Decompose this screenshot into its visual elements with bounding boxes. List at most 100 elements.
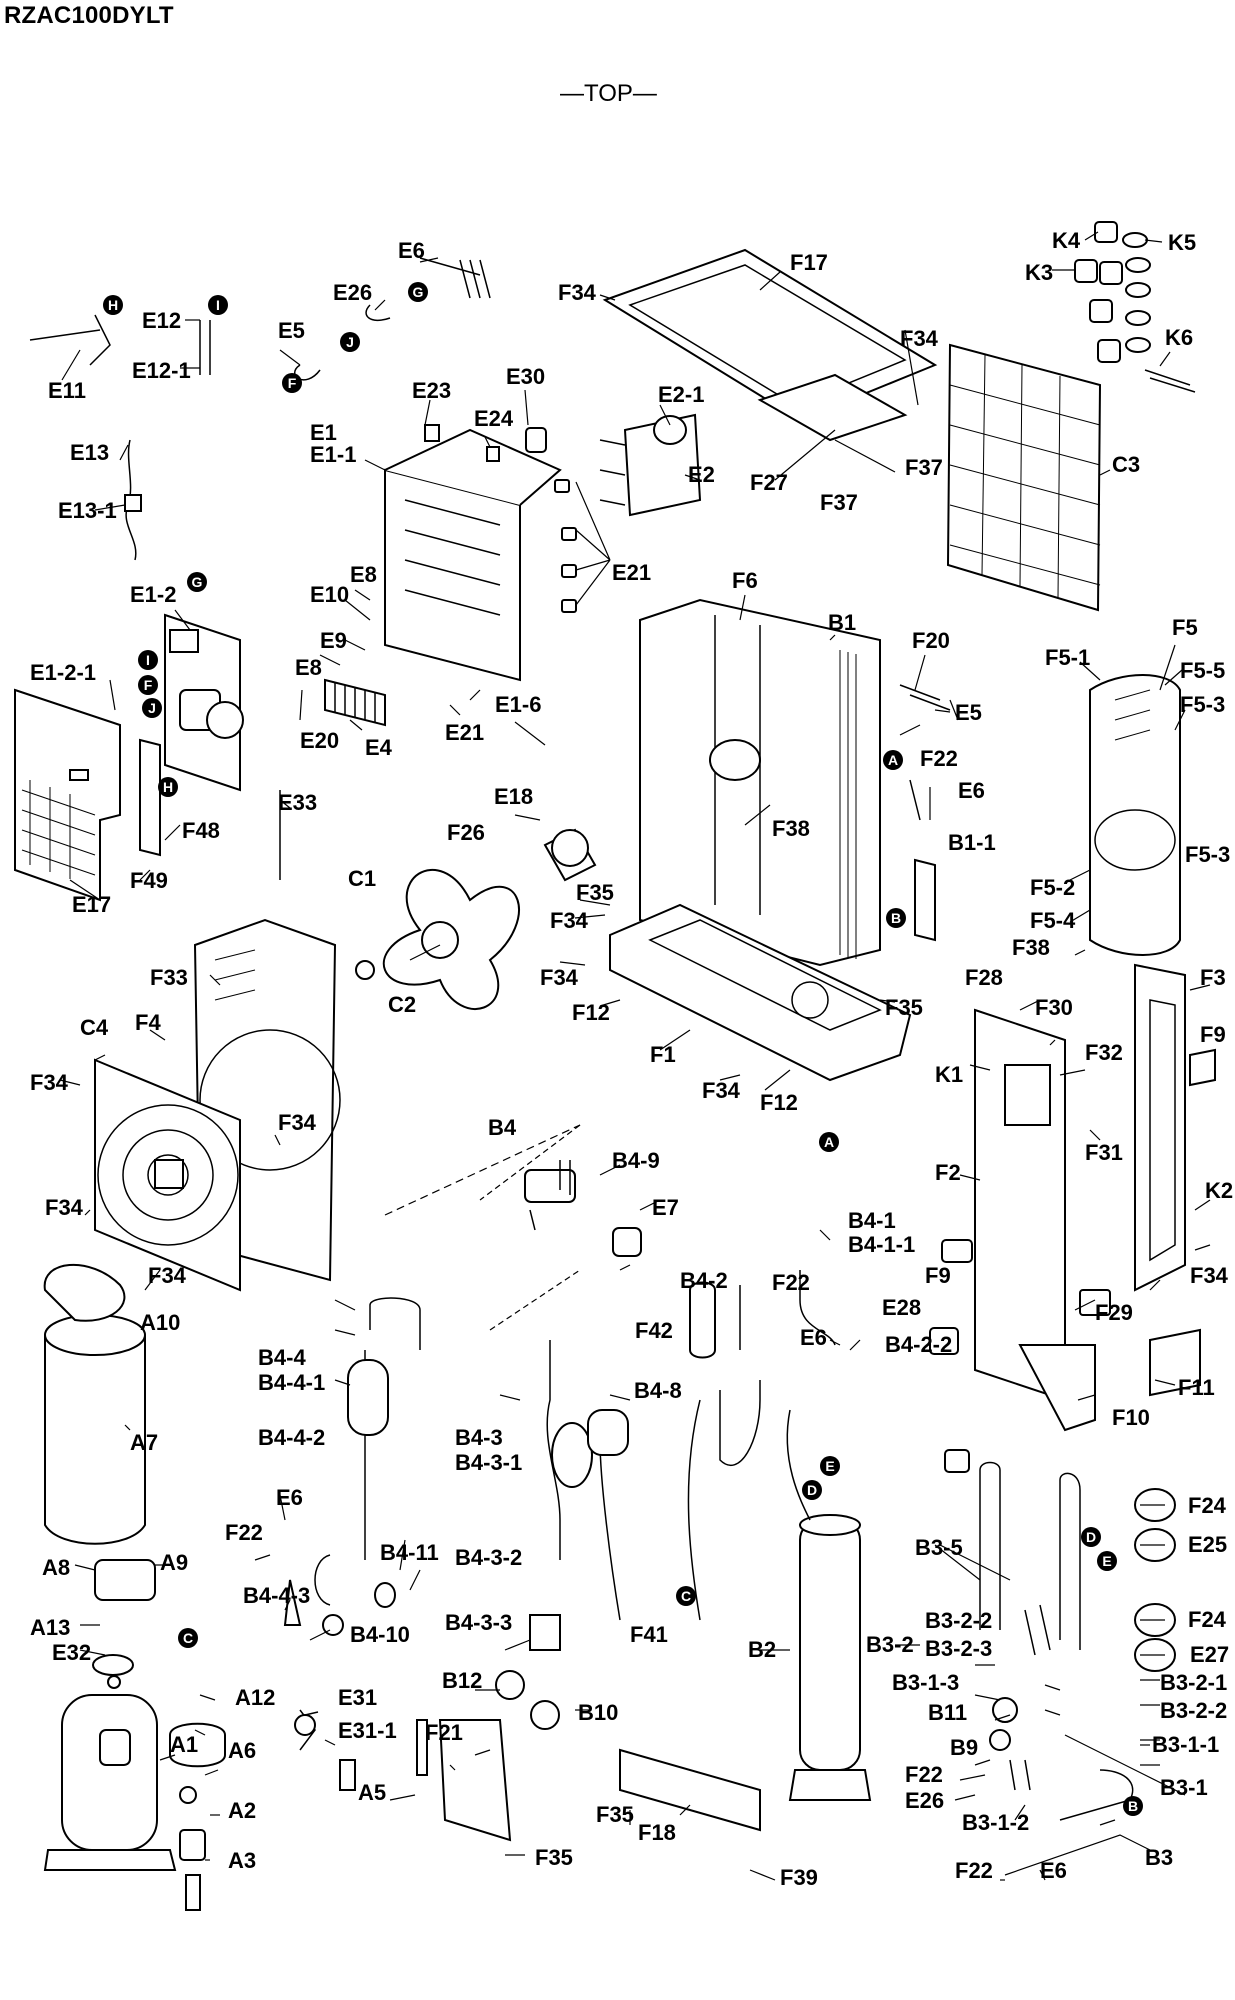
label-e20: E20 — [300, 728, 339, 753]
label-e10: E10 — [310, 582, 349, 607]
label-e6: E6 — [398, 238, 425, 263]
label-e17: E17 — [72, 892, 111, 917]
label-a5: A5 — [358, 1780, 386, 1805]
rear-grille-part — [946, 343, 1102, 612]
label-e4: E4 — [365, 735, 393, 760]
label-b3-5: B3-5 — [915, 1535, 963, 1560]
label-f22-d: F22 — [905, 1762, 943, 1787]
svg-text:F: F — [144, 677, 153, 693]
label-e31-1: E31-1 — [338, 1718, 397, 1743]
label-b1: B1 — [828, 610, 856, 635]
label-f37-b: F37 — [820, 490, 858, 515]
label-b4-3-2: B4-3-2 — [455, 1545, 522, 1570]
receiver-part — [788, 1514, 872, 1801]
label-f22-b: F22 — [772, 1270, 810, 1295]
label-e12-1: E12-1 — [132, 358, 191, 383]
svg-text:I: I — [216, 297, 220, 313]
label-f5-3: F5-3 — [1180, 692, 1225, 717]
marker-h-2: H — [158, 777, 178, 797]
label-e27: E27 — [1190, 1642, 1229, 1667]
label-b3-2-2-b: B3-2-2 — [1160, 1698, 1227, 1723]
label-f5-3-b: F5-3 — [1185, 842, 1230, 867]
label-f38: F38 — [772, 816, 810, 841]
label-e1: E1 — [310, 420, 337, 445]
marker-f: F — [282, 373, 302, 393]
label-e8-b: E8 — [295, 655, 322, 680]
marker-g: G — [408, 282, 428, 302]
propeller-fan-part — [355, 869, 520, 1010]
label-b4-9: B4-9 — [612, 1148, 660, 1173]
label-b4-2-2: B4-2-2 — [885, 1332, 952, 1357]
label-f29: F29 — [1095, 1300, 1133, 1325]
fan-motor-part — [543, 828, 597, 882]
marker-b-2: B — [1123, 1796, 1143, 1816]
label-f28: F28 — [965, 965, 1003, 990]
marker-i: I — [208, 295, 228, 315]
label-f11: F11 — [1178, 1375, 1215, 1400]
label-f10: F10 — [1112, 1405, 1150, 1430]
view-label: —TOP— — [560, 80, 657, 107]
label-f24: F24 — [1188, 1493, 1227, 1518]
label-a7: A7 — [130, 1430, 158, 1455]
label-k4: K4 — [1052, 228, 1081, 253]
label-e13-1: E13-1 — [58, 498, 117, 523]
label-a8: A8 — [42, 1555, 70, 1580]
label-e1-6: E1-6 — [495, 692, 541, 717]
label-f34-b: F34 — [900, 326, 939, 351]
marker-e-2: E — [1097, 1551, 1117, 1571]
label-f22-c: F22 — [225, 1520, 263, 1545]
label-b4-2: B4-2 — [680, 1268, 728, 1293]
label-c1: C1 — [348, 866, 376, 891]
label-b4-3: B4-3 — [455, 1425, 503, 1450]
label-f5-1: F5-1 — [1045, 645, 1090, 670]
label-k2: K2 — [1205, 1178, 1233, 1203]
label-e6-d: E6 — [276, 1485, 303, 1510]
label-f34-h: F34 — [45, 1195, 84, 1220]
label-a12: A12 — [235, 1685, 275, 1710]
piping-parts — [347, 1169, 1134, 1821]
label-e33: E33 — [278, 790, 317, 815]
marker-h: H — [103, 295, 123, 315]
svg-text:J: J — [148, 700, 156, 716]
front-right-panel-part — [1134, 963, 1186, 1292]
label-e26-b: E26 — [905, 1788, 944, 1813]
label-a3: A3 — [228, 1848, 256, 1873]
label-b3-2-2: B3-2-2 — [925, 1608, 992, 1633]
label-f37: F37 — [905, 455, 943, 480]
label-b4-8: B4-8 — [634, 1378, 682, 1403]
svg-text:A: A — [824, 1134, 834, 1150]
label-b2: B2 — [748, 1637, 776, 1662]
marker-i-2: I — [138, 650, 158, 670]
marker-a: A — [883, 750, 903, 770]
label-e5-b: E5 — [955, 700, 982, 725]
group-brackets — [384, 1124, 1186, 1876]
label-b4-3-3: B4-3-3 — [445, 1610, 512, 1635]
label-f35-c: F35 — [596, 1802, 634, 1827]
label-e6-e: E6 — [1040, 1858, 1067, 1883]
label-e11: E11 — [48, 378, 86, 403]
label-f4: F4 — [135, 1010, 161, 1035]
valves-parts — [29, 257, 1216, 1911]
label-f34-f: F34 — [702, 1078, 741, 1103]
label-k1: K1 — [935, 1062, 963, 1087]
svg-text:I: I — [146, 652, 150, 668]
label-a1: A1 — [170, 1732, 198, 1757]
svg-text:F: F — [288, 375, 297, 391]
label-f3: F3 — [1200, 965, 1226, 990]
label-a6: A6 — [228, 1738, 256, 1763]
marker-g-2: G — [187, 572, 207, 592]
svg-text:E: E — [825, 1458, 834, 1474]
label-e2-1: E2-1 — [658, 382, 704, 407]
marker-e: E — [820, 1456, 840, 1476]
label-e26: E26 — [333, 280, 372, 305]
label-f18: F18 — [638, 1820, 676, 1845]
label-f9: F9 — [1200, 1022, 1226, 1047]
label-b11: B11 — [928, 1700, 967, 1725]
label-f48: F48 — [182, 818, 220, 843]
mounting-plate-part — [599, 413, 702, 517]
label-f5: F5 — [1172, 615, 1198, 640]
label-f39: F39 — [780, 1865, 818, 1890]
cover-plate-part — [14, 688, 121, 902]
label-f12-b: F12 — [760, 1090, 798, 1115]
label-a13: A13 — [30, 1615, 70, 1640]
